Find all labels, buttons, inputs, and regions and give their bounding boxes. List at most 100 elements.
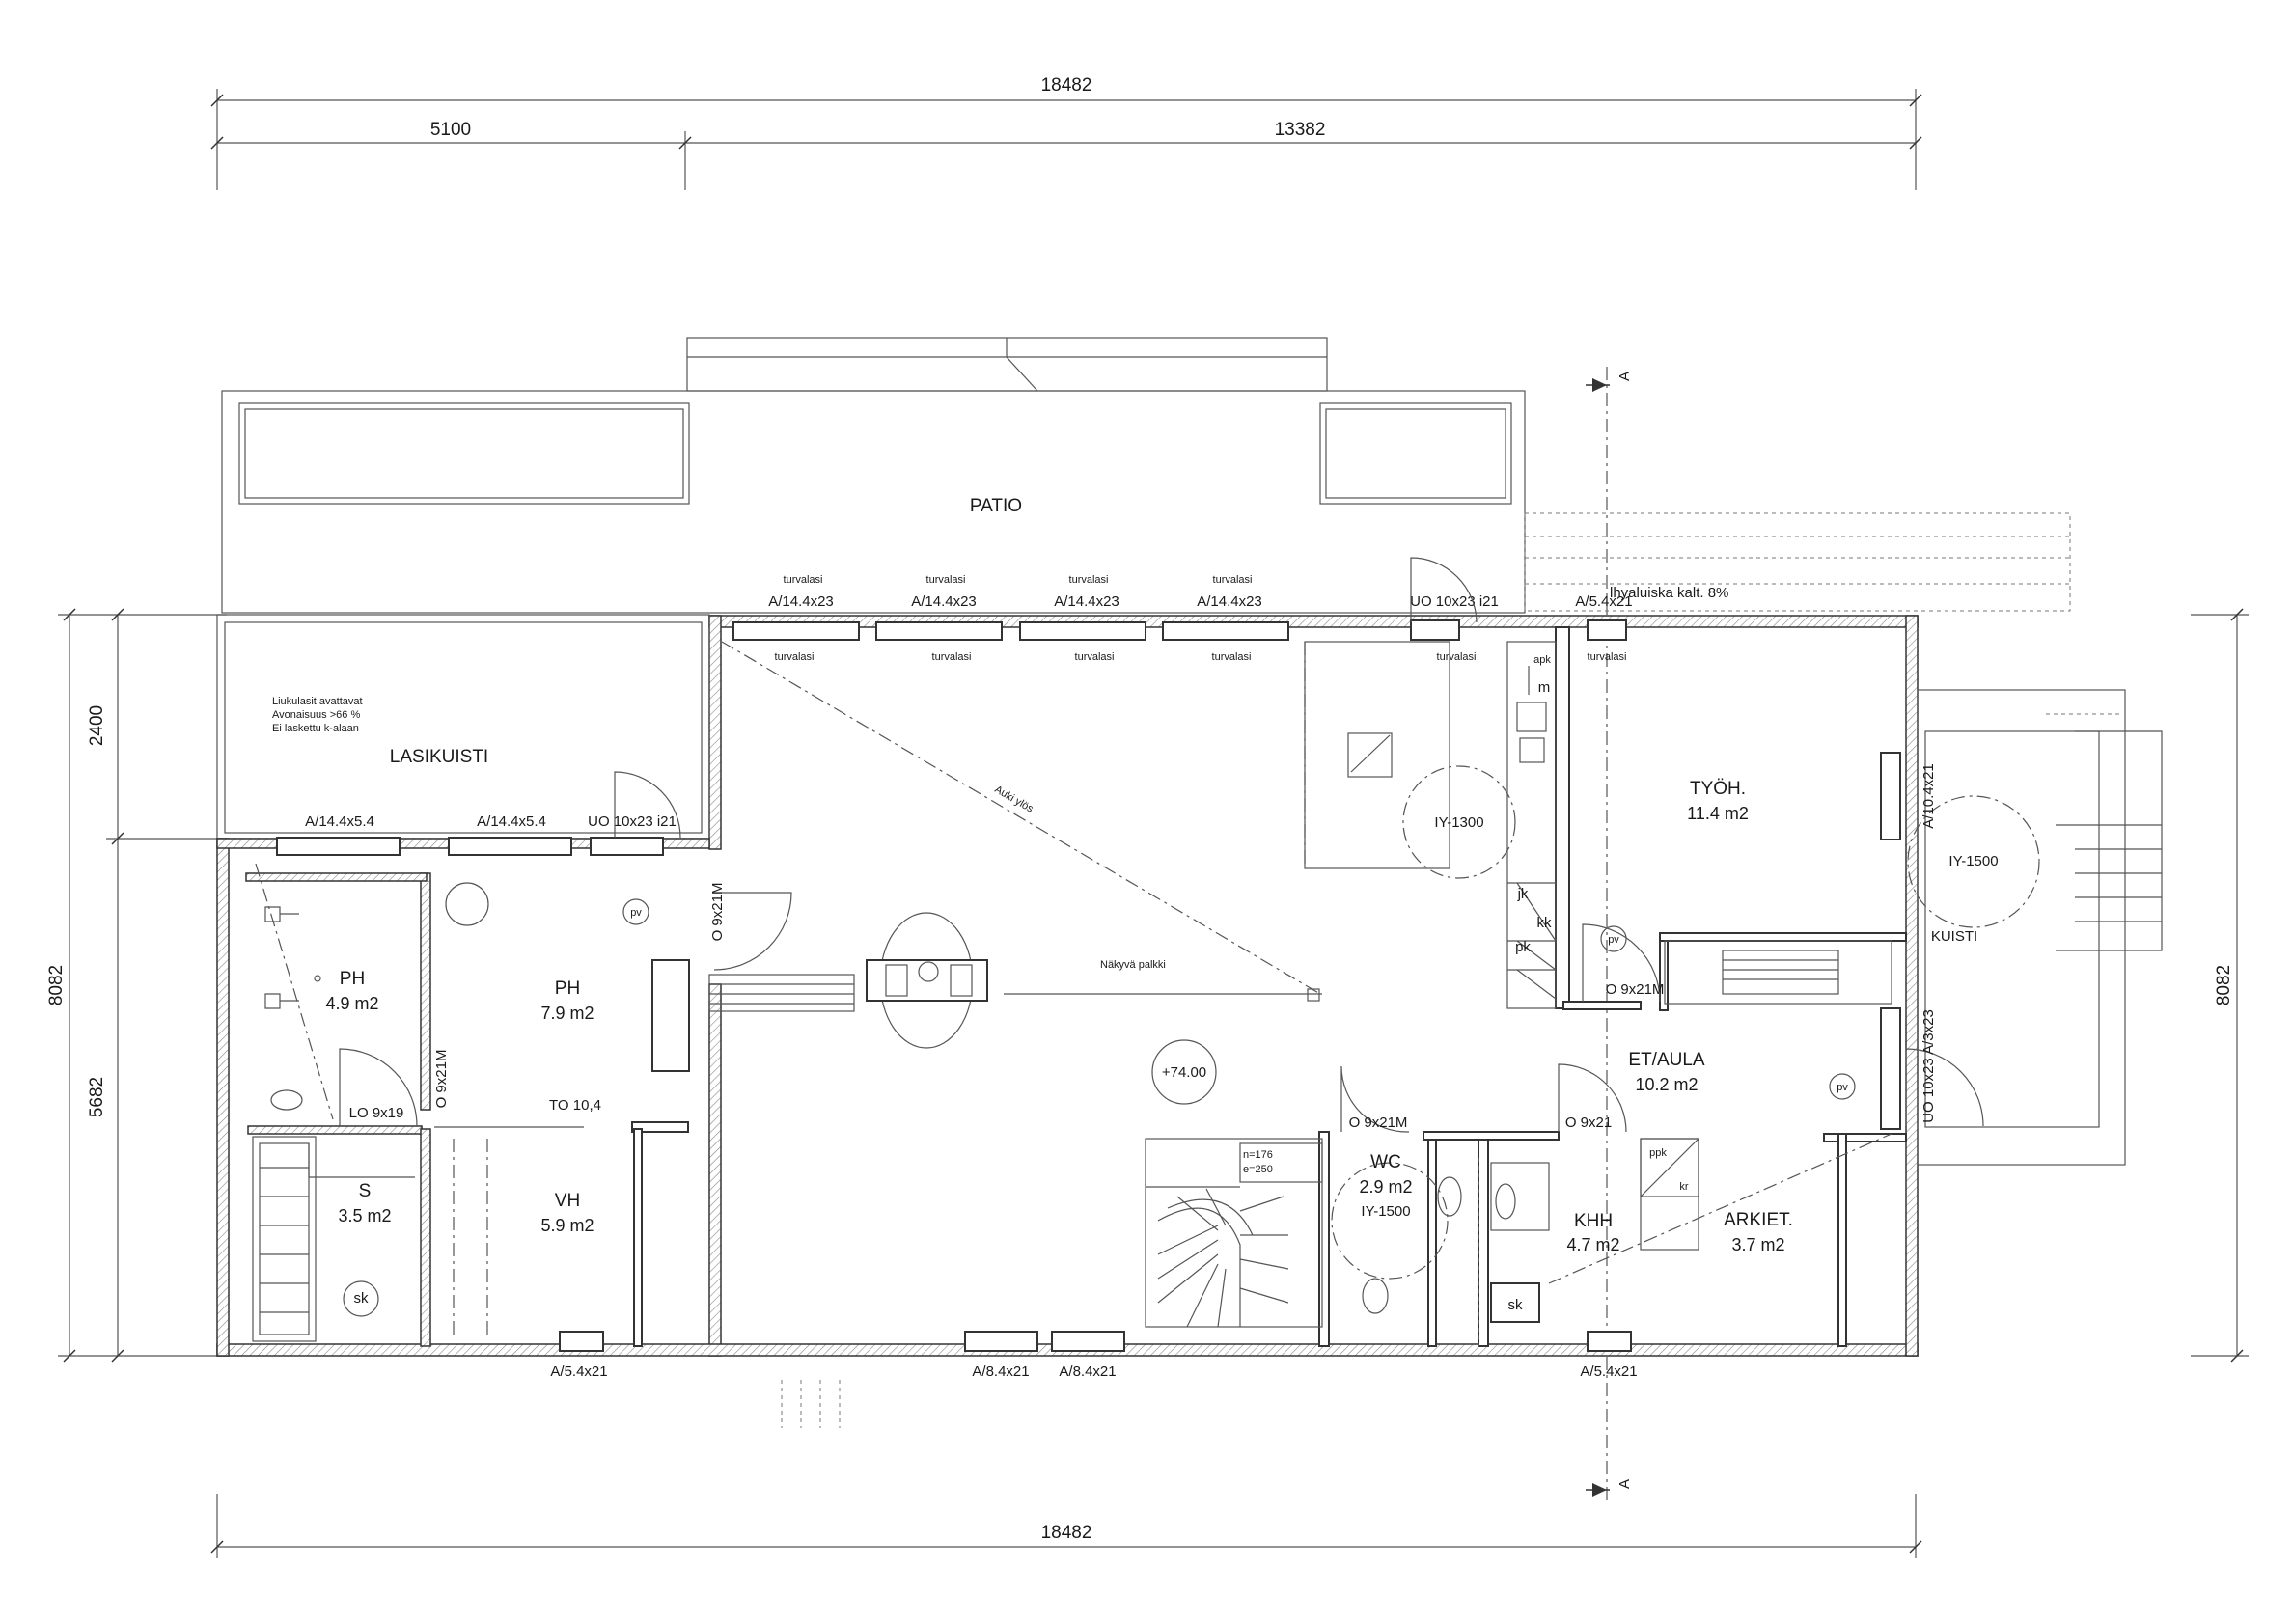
kuisti-porch xyxy=(1880,689,2163,1166)
dim-right-total: 8082 xyxy=(2214,965,2234,1005)
window-safety-glass-10: turvalasi xyxy=(1588,651,1627,663)
kitchen-apk: apk xyxy=(1533,654,1551,666)
lasikuisti-note-3: Ei laskettu k-alaan xyxy=(272,723,359,734)
pv-label-3: pv xyxy=(1837,1082,1848,1093)
central-area xyxy=(721,641,1984,1284)
room-ph-small-area: 4.9 m2 xyxy=(325,994,378,1013)
window-label-tyoh: A/10.4x21 xyxy=(1920,763,1937,829)
kuisti-iy-label: IY-1500 xyxy=(1948,853,1998,869)
room-wc-area: 2.9 m2 xyxy=(1359,1177,1412,1197)
room-ph-large: PH xyxy=(555,978,580,999)
exterior-marks xyxy=(781,1380,841,1428)
room-etaula: ET/AULA xyxy=(1628,1050,1705,1070)
window-label-4: A/14.4x23 xyxy=(1197,593,1262,610)
room-wc: WC xyxy=(1370,1152,1401,1172)
window-safety-glass-7: turvalasi xyxy=(1075,651,1115,663)
door-label-lo: LO 9x19 xyxy=(349,1105,404,1121)
window-safety-glass-3: turvalasi xyxy=(1069,574,1109,586)
room-s-area: 3.5 m2 xyxy=(338,1206,391,1225)
stair-tread: e=250 xyxy=(1243,1164,1273,1175)
wc-fixtures xyxy=(1331,1138,1699,1346)
sauna-heater-label: sk xyxy=(354,1290,370,1307)
kitchen-pk: pk xyxy=(1515,939,1531,955)
door-label-wc: O 9x21M xyxy=(1349,1115,1408,1131)
lasikuisti-note-1: Liukulasit avattavat xyxy=(272,696,363,707)
top-windows xyxy=(276,619,1632,1352)
window-label-1: A/14.4x23 xyxy=(768,593,834,610)
room-etaula-area: 10.2 m2 xyxy=(1635,1075,1698,1094)
khh-kr-label: kr xyxy=(1679,1181,1689,1193)
room-vh-area: 5.9 m2 xyxy=(540,1216,594,1235)
roof-slope-label: lhyaluiska kalt. 8% xyxy=(1610,585,1728,601)
kitchen-kk: kk xyxy=(1537,915,1553,931)
room-patio: PATIO xyxy=(970,496,1022,516)
room-vh: VH xyxy=(555,1191,580,1211)
room-khh: KHH xyxy=(1574,1211,1613,1231)
window-label-bottom-4: A/5.4x21 xyxy=(1580,1363,1637,1380)
patio-area xyxy=(221,337,2071,614)
dim-top-total: 18482 xyxy=(1041,75,1092,96)
dim-left-lower: 5682 xyxy=(87,1077,107,1117)
smoke-detector-2 xyxy=(1600,925,1627,952)
staircase xyxy=(1145,1138,1323,1328)
door-swing-patio xyxy=(1410,557,1478,623)
dim-top-left: 5100 xyxy=(430,120,471,140)
window-safety-glass-9: turvalasi xyxy=(1437,651,1477,663)
door-label-ph-vertical: O 9x21M xyxy=(433,1050,450,1109)
dim-top-right: 13382 xyxy=(1275,120,1326,140)
room-khh-area: 4.7 m2 xyxy=(1566,1235,1619,1254)
kitchen-jk: jk xyxy=(1517,886,1529,902)
window-safety-glass-1: turvalasi xyxy=(784,574,823,586)
door-label-ph: O 9x21M xyxy=(709,883,726,942)
section-marker-top: A xyxy=(1616,372,1633,381)
door-label-khh: O 9x21 xyxy=(1565,1115,1612,1131)
khh-ppk-label: ppk xyxy=(1649,1147,1667,1159)
window-safety-glass-5: turvalasi xyxy=(775,651,815,663)
lasikuisti-note-2: Avonaisuus >66 % xyxy=(272,709,360,721)
section-marker-bottom: A xyxy=(1616,1479,1633,1489)
door-label-lasikuisti: UO 10x23 i21 xyxy=(588,813,677,830)
west-wing-fixtures xyxy=(252,863,792,1342)
dimension-lines xyxy=(58,89,2249,1558)
window-label-patio-right: A/5.4x21 xyxy=(1575,593,1632,610)
door-label-tyoh: O 9x21M xyxy=(1606,981,1665,998)
dim-bottom-total: 18482 xyxy=(1041,1523,1092,1543)
window-safety-glass-6: turvalasi xyxy=(932,651,972,663)
window-label-bottom-2: A/8.4x21 xyxy=(972,1363,1029,1380)
stair-rise-count: n=176 xyxy=(1243,1149,1273,1161)
door-label-to: TO 10,4 xyxy=(549,1097,601,1114)
window-label-lasikuisti-2: A/14.4x5.4 xyxy=(477,813,546,830)
room-ph-small: PH xyxy=(340,969,365,989)
window-safety-glass-2: turvalasi xyxy=(926,574,966,586)
opening-up-label: Auki ylös xyxy=(993,784,1036,815)
khh-sk-label: sk xyxy=(1508,1297,1524,1313)
level-marker: +74.00 xyxy=(1162,1064,1206,1081)
window-safety-glass-4: turvalasi xyxy=(1213,574,1253,586)
door-label-kuisti: UO 10x23 A/3x23 xyxy=(1920,1009,1937,1123)
door-swing-lasikuisti xyxy=(614,771,681,839)
door-label-patio: UO 10x23 i21 xyxy=(1410,593,1499,610)
window-label-3: A/14.4x23 xyxy=(1054,593,1119,610)
dim-left-upper: 2400 xyxy=(87,705,107,746)
window-label-bottom-1: A/5.4x21 xyxy=(550,1363,607,1380)
room-wc-extra: IY-1500 xyxy=(1361,1203,1410,1220)
kitchen-iy-label: IY-1300 xyxy=(1434,814,1483,831)
smoke-detector-1 xyxy=(622,898,649,925)
window-label-bottom-3: A/8.4x21 xyxy=(1059,1363,1116,1380)
dim-left-total: 8082 xyxy=(46,965,67,1005)
room-kuisti: KUISTI xyxy=(1931,928,1977,945)
section-line-a xyxy=(1586,367,1610,1505)
window-label-2: A/14.4x23 xyxy=(911,593,977,610)
room-tyoh-area: 11.4 m2 xyxy=(1687,804,1749,823)
room-s: S xyxy=(359,1181,372,1201)
room-lasikuisti: LASIKUISTI xyxy=(390,747,488,767)
room-tyoh: TYÖH. xyxy=(1690,779,1746,799)
kitchen-m: m xyxy=(1538,679,1551,696)
pv-label-1: pv xyxy=(630,907,642,919)
window-safety-glass-8: turvalasi xyxy=(1212,651,1252,663)
pv-label-2: pv xyxy=(1608,934,1619,946)
visible-beam-label: Näkyvä palkki xyxy=(1100,959,1166,971)
room-ph-large-area: 7.9 m2 xyxy=(540,1004,594,1023)
smoke-detector-3 xyxy=(1829,1073,1856,1100)
